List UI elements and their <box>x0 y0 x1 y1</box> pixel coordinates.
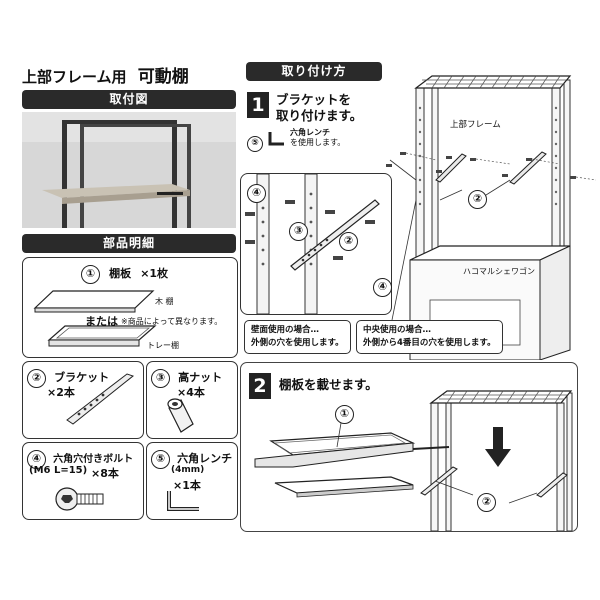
top-frame-label: 上部フレーム <box>450 120 501 130</box>
callout-center-line2: 外側から4番目の穴を使用します。 <box>363 338 496 348</box>
part-wrench-spec: (4mm) <box>171 465 205 475</box>
part-wrench-number: ⑤ <box>151 450 170 469</box>
part-wrench-qty: ×1本 <box>173 479 201 492</box>
detail-label-bolt-b: ④ <box>373 278 392 297</box>
part-nut-number: ③ <box>151 369 170 388</box>
bracket-icon <box>66 373 135 425</box>
part-wrench-name: 六角レンチ <box>177 452 233 465</box>
wagon-label: ハコマルシェワゴン <box>463 267 535 276</box>
part-shelf-tray-label: トレー棚 <box>147 341 179 350</box>
step2-label-bracket: ② <box>477 493 496 512</box>
step2-drawing <box>254 390 573 531</box>
part-wrench-header: ⑤ 六角レンチ <box>151 447 232 469</box>
step1-text-line2: 取り付けます。 <box>276 108 363 123</box>
part-bolt-spec: (M6 L=15) <box>29 465 88 476</box>
page-title-main: 上部フレーム用 <box>22 68 127 86</box>
step1-wrench-icon <box>268 132 284 146</box>
part-bracket-box: ② ブラケット ×2本 <box>22 361 144 439</box>
part-nut-box: ③ 高ナット ×4本 <box>146 361 238 439</box>
part-bolt-box: ④ 六角穴付きボルト (M6 L=15) ×8本 <box>22 442 144 520</box>
callout-wall-line1: 壁面使用の場合… <box>251 325 320 335</box>
part-nut-name: 高ナット <box>178 371 223 384</box>
detail-label-bracket: ② <box>339 232 358 251</box>
step1-wrench-line1: 六角レンチ <box>290 128 330 137</box>
detail-magnifier: ④ ③ ② ④ <box>240 173 392 315</box>
part-bolt-name: 六角穴付きボルト <box>53 454 134 465</box>
section-bar-install-view: 取付図 <box>22 90 236 109</box>
part-shelf-name: 棚板 <box>109 267 132 280</box>
part-shelf-number: ① <box>81 265 100 284</box>
part-nut-qty: ×4本 <box>177 386 205 399</box>
callout-wall-line2: 外側の穴を使用します。 <box>251 338 344 348</box>
page-title: 上部フレーム用 可動棚 <box>22 62 189 87</box>
callout-center-use: 中央使用の場合… 外側から4番目の穴を使用します。 <box>356 320 503 354</box>
part-wrench-box: ⑤ 六角レンチ (4mm) ×1本 <box>146 442 238 520</box>
step2-label-shelf: ① <box>335 405 354 424</box>
section-bar-how-to-attach: 取り付け方 <box>246 62 382 81</box>
step2-number: 2 <box>249 373 271 399</box>
part-shelf-header: ① 棚板 ×1枚 <box>81 262 168 284</box>
step1-text: ブラケットを 取り付けます。 <box>276 92 362 124</box>
part-shelf-or: または <box>85 315 118 328</box>
shelf-illustrations <box>33 290 157 347</box>
hex-wrench-icon <box>167 491 199 511</box>
part-bolt-number: ④ <box>27 450 46 469</box>
callout-wall-use: 壁面使用の場合… 外側の穴を使用します。 <box>244 320 351 354</box>
part-nut-header: ③ 高ナット <box>151 366 222 388</box>
part-bolt-qty: ×8本 <box>91 467 119 480</box>
part-bracket-qty: ×2本 <box>47 386 75 399</box>
detail-magnifier-drawing <box>245 174 380 314</box>
part-shelf-wood-label: 木 棚 <box>155 297 174 306</box>
part-shelf-qty: ×1枚 <box>140 267 169 280</box>
step1-wrench-text: 六角レンチ を使用します。 <box>290 128 345 148</box>
page-title-bold: 可動棚 <box>137 67 189 87</box>
step1-number: 1 <box>247 92 269 118</box>
install-photo <box>22 112 236 228</box>
part-bolt-header: ④ 六角穴付きボルト <box>27 447 133 469</box>
bolt-icon <box>55 487 104 511</box>
step1-label-bracket-right: ② <box>468 190 487 209</box>
part-bracket-header: ② ブラケット <box>27 366 109 388</box>
detail-label-bolt-a: ④ <box>247 184 266 203</box>
step2-text: 棚板を載せます。 <box>279 377 378 392</box>
step1-text-line1: ブラケットを <box>276 92 352 107</box>
part-bracket-name: ブラケット <box>54 371 110 384</box>
nut-icon <box>167 398 194 433</box>
step1-wrench-number: ⑤ <box>247 136 263 152</box>
step1-rack-drawing <box>386 75 597 360</box>
install-photo-drawing <box>22 112 236 228</box>
part-bracket-number: ② <box>27 369 46 388</box>
callout-center-line1: 中央使用の場合… <box>363 325 432 335</box>
section-bar-parts-list: 部品明細 <box>22 234 236 253</box>
detail-label-nut: ③ <box>289 222 308 241</box>
step1-wrench-note: ⑤ <box>247 130 263 152</box>
step2-box: 2 棚板を載せます。 <box>240 362 578 532</box>
part-shelf-box: ① 棚板 ×1枚 木 棚 または ※商品によって異なります。 トレー棚 <box>22 257 238 358</box>
step1-wrench-line2: を使用します。 <box>290 138 346 147</box>
part-shelf-note: ※商品によって異なります。 <box>121 317 223 326</box>
